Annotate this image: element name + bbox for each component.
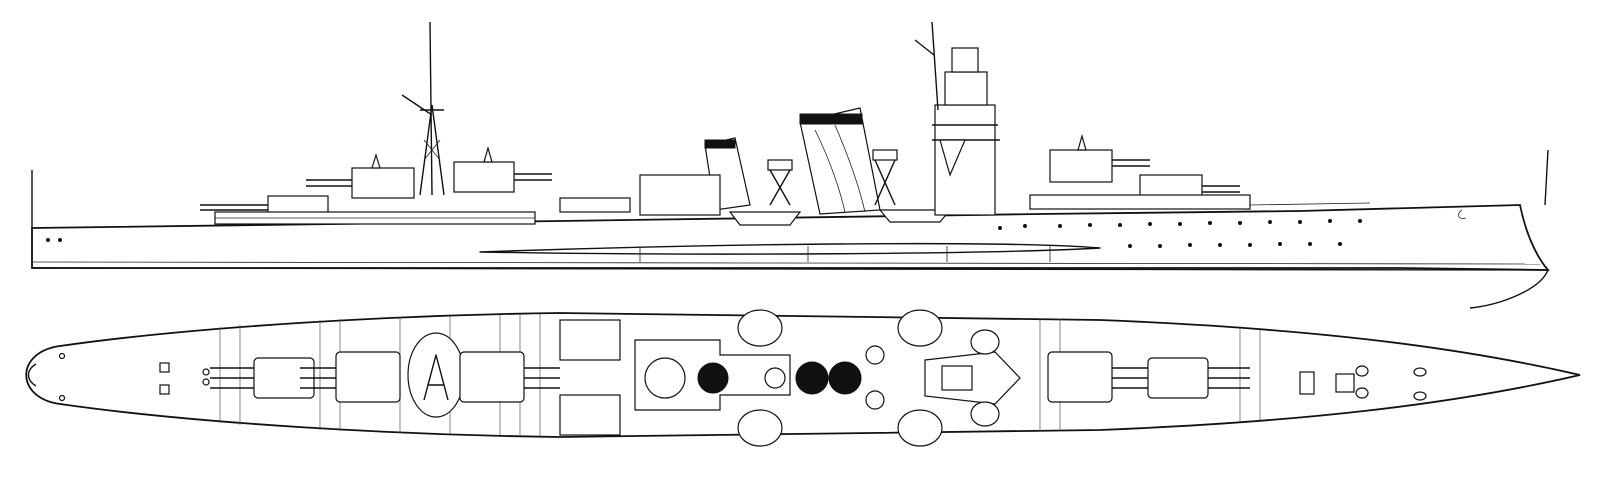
aft-turret-5 [453,145,552,193]
stern-hatch-a [159,362,170,373]
hatch-fore [1299,371,1315,395]
torpedo-mount-port [559,319,621,361]
torpedo-mount-starboard [559,394,621,436]
fore-funnel-cap-b [828,361,862,395]
bridge-wing-port [970,329,1000,355]
side-hull [31,204,1550,271]
searchlight-port [865,345,885,365]
plan-view [25,309,1581,447]
sponson-aa-stbd-fore [897,409,943,447]
capstan-stbd [1355,387,1369,399]
portholes [46,219,1362,248]
after-funnel-cap [697,362,729,394]
bollard [202,368,210,376]
fore-funnel-trunked [799,107,881,215]
plan-forward-turret-1 [1147,357,1250,399]
bridge-wing-stbd [970,401,1000,427]
bollard [202,378,210,386]
waterline [31,267,1549,271]
sponson-aa-stbd-aft [737,409,783,447]
bulge-belt [479,242,1101,255]
plan-forward-turret-2 [1047,351,1148,403]
forward-turret-2 [1049,133,1150,183]
searchlight-stbd [865,390,885,410]
plan-aft-turret-5 [459,351,560,403]
mainmast [401,21,445,196]
sponson-aa-port-fore [897,309,943,347]
hawse-pipe-stbd [1413,391,1427,401]
forward-deckhouse [1029,194,1251,210]
plan-catapult-circle [407,332,465,418]
boot-topping-line [31,261,1541,265]
midship-deckhouse [639,174,721,216]
forecastle-rail [1249,202,1371,206]
searchlight-tower-aft [767,159,793,206]
bow-stem [1469,149,1549,309]
stern-hatch-b [159,384,170,395]
stern-transom [27,363,37,387]
foremast [914,21,939,111]
hawse-pipe-port [1413,367,1427,377]
ships-boat-fore [878,209,952,223]
aft-turret-4 [306,152,415,199]
sponson-aa-port-aft [737,309,783,347]
plan-aft-turret-4 [300,351,401,403]
capstan-port [1355,365,1369,377]
side-elevation-view [31,21,1550,309]
fairlead [58,352,66,360]
fairlead [58,394,66,402]
ships-boat-aft [728,211,802,226]
aft-funnel-top [644,357,686,399]
bridge-tower [932,47,1000,216]
director-plan [941,365,973,391]
catapult-deck [559,197,631,213]
capstan-base [1335,373,1355,393]
fore-funnel-cap-a [795,361,829,395]
searchlight-platform [764,367,786,389]
searchlight-tower-fore [872,149,898,206]
plan-aft-turret-3 [210,357,315,399]
anchor-hawse [1458,209,1467,219]
